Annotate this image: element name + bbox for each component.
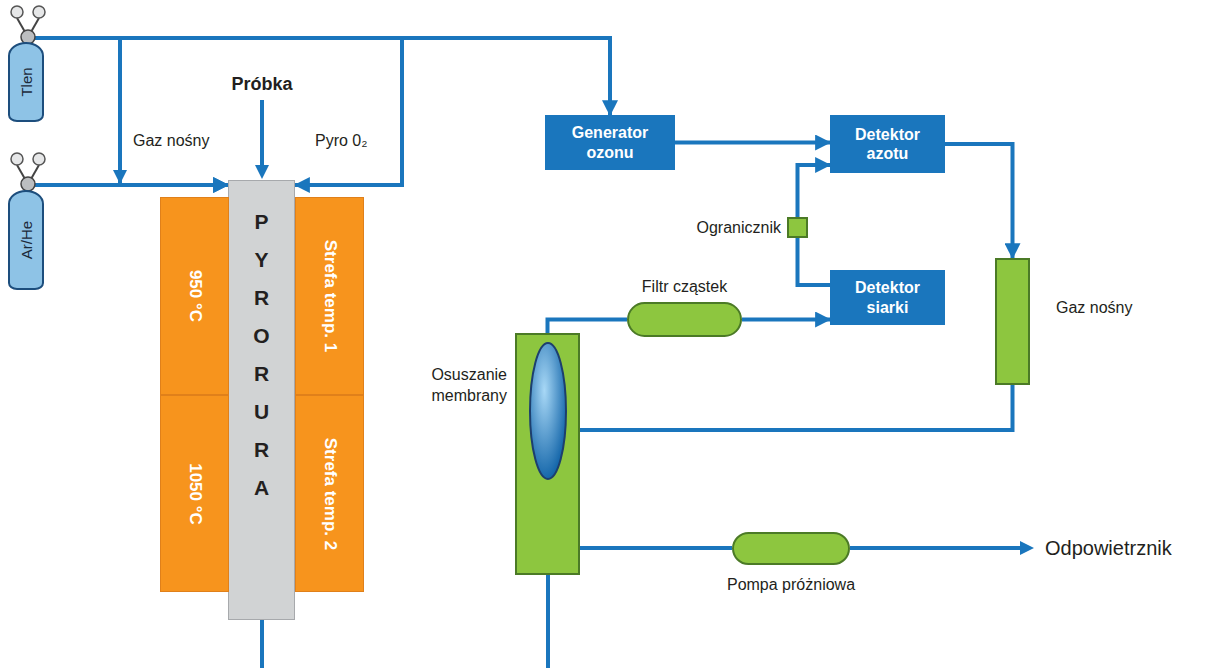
restrictor-symbol: Ogranicznik xyxy=(787,217,808,238)
pipe-connector xyxy=(548,320,628,334)
regulator-stem xyxy=(17,18,25,32)
component-label: Ogranicznik xyxy=(697,217,781,238)
zone-label: 1050 °C xyxy=(185,463,205,525)
membrane-dryer: Osuszanie membrany xyxy=(515,333,580,575)
tube-label: PYRORURA xyxy=(251,203,272,507)
component-label: Gaz nośny xyxy=(1056,298,1132,319)
pipe-connector xyxy=(798,238,831,285)
zone-label: 950 °C xyxy=(185,270,205,322)
inlet-pipe xyxy=(546,575,550,668)
box-label: Detektor siarki xyxy=(840,278,935,316)
cylinder-label: Ar/He xyxy=(18,221,35,259)
pressure-gauge xyxy=(11,6,23,18)
heating-zone: 1050 °C xyxy=(160,395,229,592)
pipe-label: Pyro 0₂ xyxy=(315,131,367,150)
heating-zone: 950 °C xyxy=(160,197,229,395)
pipe-connector xyxy=(44,183,228,187)
sample-inlet-arrow xyxy=(255,100,269,179)
regulator-stem xyxy=(31,18,39,32)
pipe-connector xyxy=(44,38,610,115)
pyrolysis-tube: PYRORURA xyxy=(228,180,295,620)
box-label: Detektor azotu xyxy=(840,125,935,163)
regulator-stem xyxy=(31,165,39,179)
component-label: Pompa próżniowa xyxy=(727,575,855,596)
inlet-label: Próbka xyxy=(231,74,292,96)
carrier-gas-block: Gaz nośny xyxy=(995,258,1030,385)
heating-zone: Strefa temp. 1 xyxy=(295,197,364,395)
pipe xyxy=(850,546,1022,550)
process-box: Generator ozonu xyxy=(545,115,675,170)
pipe-connector xyxy=(580,546,732,550)
zone-label: Strefa temp. 1 xyxy=(320,240,340,352)
membrane-ellipse xyxy=(530,343,566,479)
zone-label: Strefa temp. 2 xyxy=(320,437,340,549)
pressure-gauge xyxy=(33,153,45,165)
regulator-body xyxy=(21,177,35,191)
argon-regulator xyxy=(11,153,45,192)
membrane-symbol xyxy=(517,335,578,573)
gas-cylinder: Ar/He xyxy=(8,190,44,290)
oxygen-regulator xyxy=(11,6,45,44)
pipe-connector xyxy=(945,144,1013,258)
pipe-connector xyxy=(675,141,830,145)
arrowhead xyxy=(255,165,269,179)
cylinder-label: Tlen xyxy=(18,67,35,96)
pressure-gauge xyxy=(33,6,45,18)
vent-arrow xyxy=(850,541,1034,555)
process-box: Detektor azotu xyxy=(830,115,945,173)
process-box: Detektor siarki xyxy=(830,270,945,325)
outlet-pipe xyxy=(260,620,264,668)
pipe-label: Gaz nośny xyxy=(133,131,209,150)
box-label: Generator ozonu xyxy=(560,123,660,161)
component-label: Osuszanie membrany xyxy=(412,365,507,407)
pipe xyxy=(260,100,264,166)
outlet-label: Odpowietrznik xyxy=(1045,536,1172,560)
pipe-connector xyxy=(580,385,1013,430)
pipe-connector xyxy=(44,38,228,185)
component-label: Filtr cząstek xyxy=(642,277,727,298)
component-capsule: Filtr cząstek xyxy=(627,302,742,337)
regulator-stem xyxy=(17,165,25,179)
gas-cylinder: Tlen xyxy=(8,42,44,122)
pipe-connector xyxy=(798,165,831,217)
pipe-connector xyxy=(742,318,830,322)
pipe-connector xyxy=(44,38,402,185)
arrowhead xyxy=(1020,541,1034,555)
heating-zone: Strefa temp. 2 xyxy=(295,395,364,592)
component-capsule: Pompa próżniowa xyxy=(732,532,850,565)
pressure-gauge xyxy=(11,153,23,165)
